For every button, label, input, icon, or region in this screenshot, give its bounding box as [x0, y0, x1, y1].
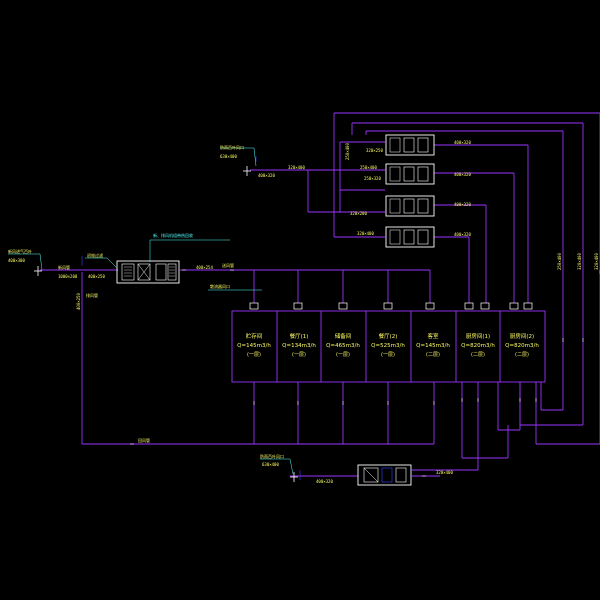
- top-shutter-size: 630×400: [220, 154, 237, 159]
- room-4: 餐厅(2) Q=525m3/h (一层): [371, 332, 405, 358]
- room-airflow: Q=145m3/h: [416, 343, 450, 349]
- unit-note: 新、排风机组带热回收: [153, 232, 193, 238]
- bottom-shutter-size: 630×400: [262, 462, 279, 467]
- room-airflow: Q=145m3/h: [237, 343, 271, 349]
- intake-markers: [34, 166, 298, 482]
- right-vertical-size-1: 250×400: [557, 253, 562, 270]
- room-airflow: Q=820m3/h: [505, 343, 539, 349]
- room-name: 厨房间(1): [466, 332, 490, 340]
- top-size-d: 320×250: [366, 148, 383, 153]
- fcu-outlet-size-3: 400×320: [454, 202, 471, 207]
- room-floor: (二层): [471, 352, 485, 358]
- duct-network: [40, 112, 600, 477]
- room-name: 贮存间: [246, 332, 263, 340]
- room-name: 餐厅(1): [290, 332, 309, 340]
- room-airflow: Q=134m3/h: [282, 343, 316, 349]
- damper-marks: [81, 156, 301, 480]
- room-1: 贮存间 Q=145m3/h (一层): [237, 332, 271, 358]
- room-6: 厨房间(1) Q=820m3/h (二层): [461, 332, 495, 358]
- fan-coil-unit-1[interactable]: [385, 134, 435, 156]
- room-floor: (一层): [336, 352, 350, 358]
- fresh-pipe-size: 1000×200: [58, 274, 78, 279]
- fan-coil-unit-4[interactable]: [385, 226, 435, 248]
- annotation-labels: 新风进气百叶 400×300 新风管 1000×200 初效过滤 400×250…: [8, 140, 599, 484]
- fan-coil-units: [385, 134, 435, 248]
- outdoor-intake-label: 新风进气百叶: [8, 248, 32, 254]
- fcu-outlet-size-2: 400×320: [454, 172, 471, 177]
- supply-pipe-label: 送风管: [222, 262, 234, 268]
- room-5: 客室 Q=145m3/h (二层): [416, 332, 450, 358]
- top-size-e: 250×320: [364, 176, 381, 181]
- top-size-b: 320×400: [288, 165, 305, 170]
- duct-ticks: [130, 269, 600, 477]
- fan-coil-unit-3[interactable]: [385, 195, 435, 217]
- bottom-size-b: 320×400: [436, 470, 453, 475]
- top-size-g: 320×400: [357, 231, 374, 236]
- room-name: 客室: [427, 332, 439, 340]
- room-floor: (二层): [426, 352, 440, 358]
- filter-size: 400×250: [88, 274, 105, 279]
- room-2: 餐厅(1) Q=134m3/h (一层): [282, 332, 316, 358]
- room-airflow: Q=820m3/h: [461, 343, 495, 349]
- fan-coil-unit-2[interactable]: [385, 163, 435, 185]
- room-airflow: Q=465m3/h: [326, 343, 360, 349]
- right-vertical-size-2: 320×400: [577, 253, 582, 270]
- fcu-outlet-size-4: 400×320: [454, 232, 471, 237]
- top-shutter-label: 防雨百叶风口: [220, 144, 244, 150]
- room-floor: (一层): [292, 352, 306, 358]
- bottom-exhaust-unit[interactable]: [357, 464, 412, 486]
- top-size-a: 400×320: [258, 173, 275, 178]
- room-floor: (一层): [381, 352, 395, 358]
- heat-recovery-unit[interactable]: [116, 260, 180, 284]
- room-name: 厨房间(2): [510, 332, 534, 340]
- filter-label: 初效过滤: [87, 252, 103, 258]
- fcu-outlet-size-1: 400×320: [454, 140, 471, 145]
- diffusers: [249, 302, 533, 310]
- room-floor: (二层): [515, 352, 529, 358]
- top-size-f: 320×200: [350, 211, 367, 216]
- top-vertical-size: 250×400: [345, 143, 350, 160]
- room-name: 餐厅(2): [379, 332, 398, 340]
- leader-lines: [8, 147, 294, 475]
- room-labels: 贮存间 Q=145m3/h (一层) 餐厅(1) Q=134m3/h (一层) …: [237, 332, 539, 358]
- exhaust-vertical-size: 400×250: [76, 293, 81, 310]
- room-3: 储备间 Q=465m3/h (一层): [326, 332, 360, 358]
- room-airflow: Q=525m3/h: [371, 343, 405, 349]
- bottom-size-a: 400×320: [316, 479, 333, 484]
- room-name: 储备间: [335, 332, 352, 340]
- bottom-shutter-label: 防雨百叶风口: [260, 453, 284, 459]
- outdoor-intake-size: 400×300: [8, 258, 25, 263]
- room-7: 厨房间(2) Q=820m3/h (二层): [505, 332, 539, 358]
- room-floor: (一层): [247, 352, 261, 358]
- fresh-pipe-label: 新风管: [58, 264, 70, 270]
- top-size-c: 250×400: [360, 165, 377, 170]
- right-vertical-size-3: 320×400: [594, 253, 599, 270]
- return-pipe-label: 回风管: [138, 437, 150, 443]
- diffuser-note: 散流器风口: [210, 283, 230, 289]
- exhaust-pipe-label: 排风管: [86, 292, 98, 298]
- supply-size: 400×254: [196, 265, 213, 270]
